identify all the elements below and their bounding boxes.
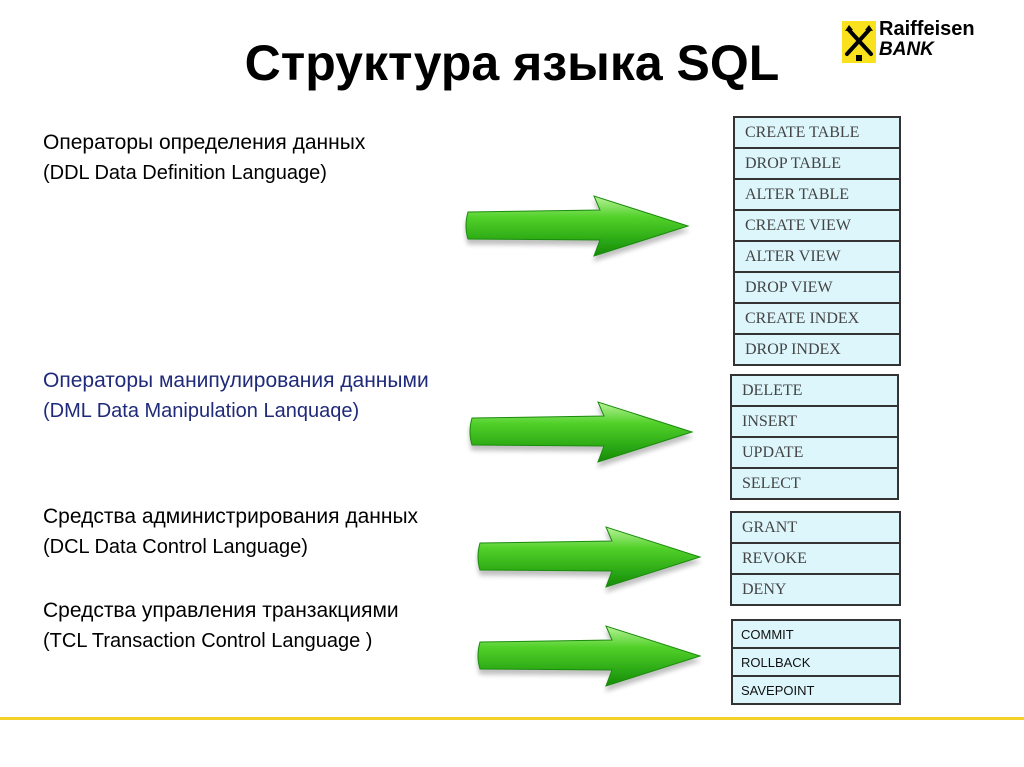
- tcl-name: Средства управления транзакциями: [43, 599, 399, 622]
- dml-commands-table: DELETE INSERT UPDATE SELECT: [730, 374, 899, 500]
- dml-arrow-icon: [469, 401, 694, 463]
- ddl-command-cell: DROP INDEX: [733, 333, 901, 366]
- dcl-command-cell: REVOKE: [730, 542, 901, 575]
- ddl-command-cell: DROP VIEW: [733, 271, 901, 304]
- logo-text: Raiffeisen BANK: [879, 19, 975, 59]
- slide-title: Структура языка SQL: [244, 35, 780, 91]
- logo-line1: Raiffeisen: [879, 18, 975, 40]
- tcl-command-cell: ROLLBACK: [731, 647, 901, 677]
- ddl-command-cell: ALTER VIEW: [733, 240, 901, 273]
- ddl-command-cell: CREATE INDEX: [733, 302, 901, 335]
- tcl-command-cell: COMMIT: [731, 619, 901, 649]
- ddl-name: Операторы определения данных: [43, 131, 366, 154]
- tcl-commands-table: COMMIT ROLLBACK SAVEPOINT: [731, 619, 901, 705]
- ddl-command-cell: CREATE TABLE: [733, 116, 901, 149]
- dcl-command-cell: GRANT: [730, 511, 901, 544]
- tcl-operator-group: Средства управления транзакциями (TCL Tr…: [43, 600, 399, 651]
- dml-subtitle: (DML Data Manipulation Lanquaqe): [43, 400, 360, 422]
- ddl-arrow-icon: [465, 195, 690, 257]
- dml-command-cell: INSERT: [730, 405, 899, 438]
- dcl-subtitle: (DCL Data Control Language): [43, 536, 308, 558]
- tcl-subtitle: (TCL Transaction Control Language ): [43, 630, 373, 652]
- dml-command-cell: UPDATE: [730, 436, 899, 469]
- dml-operator-group: Операторы манипулирования данными (DML D…: [43, 370, 429, 421]
- ddl-command-cell: CREATE VIEW: [733, 209, 901, 242]
- ddl-commands-table: CREATE TABLE DROP TABLE ALTER TABLE CREA…: [733, 116, 901, 366]
- logo-line2: BANK: [879, 39, 934, 60]
- ddl-operator-group: Операторы определения данных (DDL Data D…: [43, 132, 365, 183]
- dml-command-cell: DELETE: [730, 374, 899, 407]
- dml-name: Операторы манипулирования данными: [43, 369, 429, 392]
- raiffeisen-logo: Raiffeisen BANK: [842, 17, 1012, 69]
- dcl-operator-group: Средства администрирования данных (DCL D…: [43, 506, 418, 557]
- tcl-arrow-icon: [477, 625, 702, 687]
- tcl-command-cell: SAVEPOINT: [731, 675, 901, 705]
- dcl-commands-table: GRANT REVOKE DENY: [730, 511, 901, 606]
- dcl-arrow-icon: [477, 526, 702, 588]
- dcl-name: Средства администрирования данных: [43, 505, 419, 528]
- footer-divider: [0, 717, 1024, 720]
- dcl-command-cell: DENY: [730, 573, 901, 606]
- ddl-subtitle: (DDL Data Definition Language): [43, 162, 327, 184]
- ddl-command-cell: ALTER TABLE: [733, 178, 901, 211]
- ddl-command-cell: DROP TABLE: [733, 147, 901, 180]
- dml-command-cell: SELECT: [730, 467, 899, 500]
- raiffeisen-logo-icon: [842, 21, 876, 63]
